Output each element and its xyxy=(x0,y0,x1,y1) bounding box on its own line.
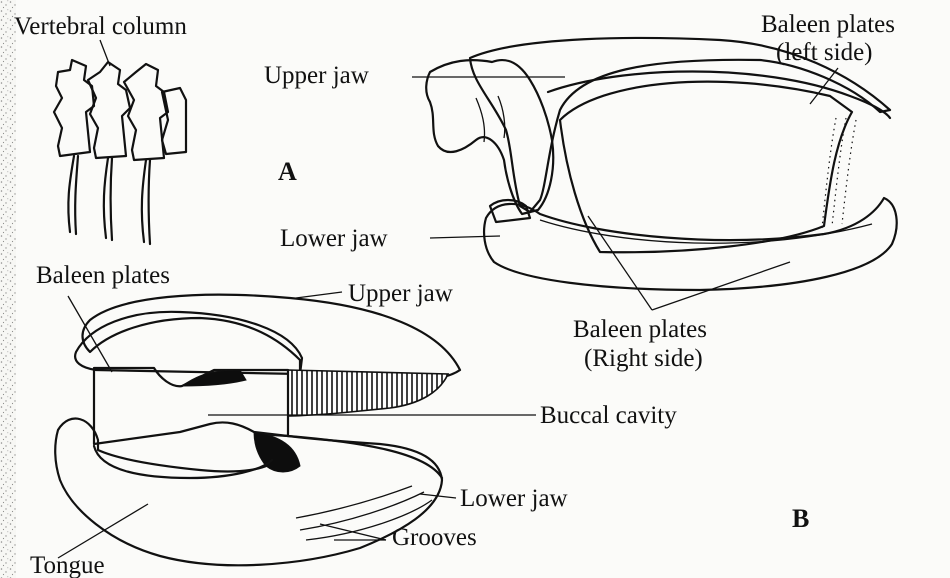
label-vertebral-column: Vertebral column xyxy=(14,13,187,40)
label-baleen-plates-b: Baleen plates xyxy=(36,262,170,289)
vertebral-column-drawing xyxy=(54,40,186,244)
scan-edge xyxy=(0,0,16,578)
label-buccal-cavity: Buccal cavity xyxy=(540,402,677,429)
label-lower-jaw-b: Lower jaw xyxy=(460,485,568,512)
whale-head-side-view xyxy=(412,38,897,310)
label-upper-jaw-b: Upper jaw xyxy=(348,280,453,307)
label-grooves: Grooves xyxy=(392,524,477,551)
panel-letter-a: A xyxy=(278,157,297,186)
label-lower-jaw-a: Lower jaw xyxy=(280,225,388,252)
label-tongue: Tongue xyxy=(30,552,105,578)
label-upper-jaw-a: Upper jaw xyxy=(264,62,369,89)
panel-letter-b: B xyxy=(792,504,809,533)
label-baleen-left-2: (left side) xyxy=(776,39,872,66)
label-baleen-left-1: Baleen plates xyxy=(761,11,895,38)
label-baleen-right-2: (Right side) xyxy=(584,345,703,372)
label-baleen-right-1: Baleen plates xyxy=(573,316,707,343)
